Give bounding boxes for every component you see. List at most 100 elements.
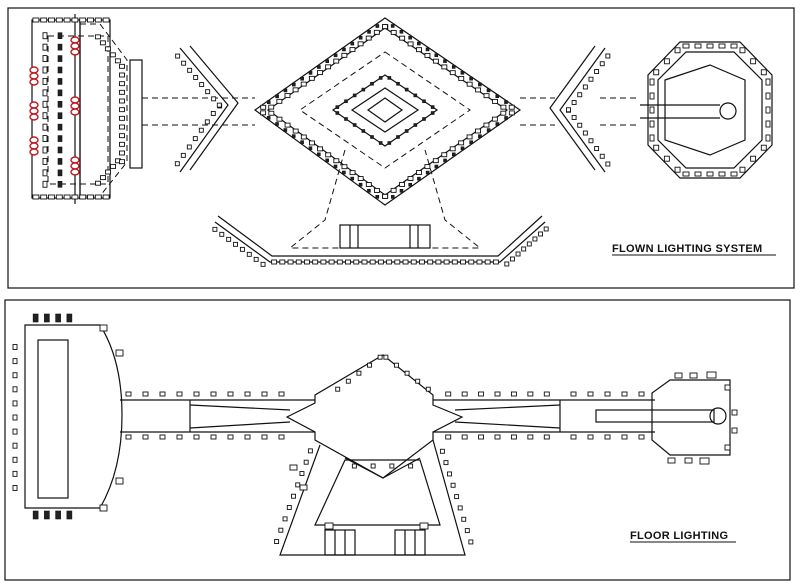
lighting-fixture [95,180,101,186]
lighting-fixture [304,259,310,265]
lighting-fixture [349,47,356,53]
lighting-fixture [282,516,288,522]
lighting-fixture [32,510,39,520]
lighting-fixture [492,98,498,104]
lighting-fixture [308,75,315,81]
lighting-fixture [57,55,63,62]
lighting-fixture [142,434,149,440]
lighting-fixture [399,35,406,41]
lighting-fixture [219,231,225,237]
lighting-fixture [286,505,292,510]
lighting-fixture [382,193,389,199]
lighting-fixture [300,140,304,144]
lighting-fixture [42,157,48,165]
lighting-fixture [266,116,271,120]
lighting-fixture [104,46,111,52]
lighting-fixture [341,52,348,58]
lighting-fixture [32,194,40,200]
downstage-truss [214,215,546,263]
lighting-fixture [373,187,380,193]
lighting-fixture [99,504,108,512]
lighting-fixture [543,391,550,397]
lighting-fixture [289,464,298,471]
lighting-fixture [464,528,470,534]
lighting-fixture [278,391,285,397]
lighting-fixture [42,66,48,74]
lighting-fixture [730,171,738,177]
lighting-fixture [317,70,323,76]
lighting-fixture [424,52,431,58]
lighting-fixture [109,52,116,58]
lighting-fixture [284,93,291,99]
lighting-fixture [458,75,465,81]
lighting-fixture [356,370,362,376]
lighting-fixture [32,17,40,23]
lighting-fixture [408,182,413,187]
lighting-fixture [99,40,106,46]
main-stage-truss [31,14,143,204]
lighting-fixture [370,135,374,139]
lighting-fixture [378,76,383,80]
lighting-fixture [449,146,456,152]
lighting-fixture [731,409,738,416]
lighting-fixture [538,231,543,237]
lighting-fixture [212,226,218,232]
lighting-fixture [504,261,510,267]
lighting-fixture [333,53,338,58]
lighting-fixture [415,378,421,384]
lighting-fixture [475,128,481,134]
lighting-fixture [181,60,187,66]
lighting-fixture [478,82,482,87]
lighting-fixture [94,17,102,23]
lighting-fixture [765,92,771,100]
lighting-fixture [312,259,319,265]
lighting-fixture [491,116,498,122]
lighting-fixture [307,448,313,454]
red-fixture [70,168,80,176]
lighting-fixture [484,259,491,265]
lighting-fixture [349,170,356,176]
lighting-fixture [649,134,655,142]
lighting-fixture [588,76,594,82]
lighting-fixture [427,259,434,265]
lighting-fixture [292,87,299,93]
lighting-fixture [504,100,508,104]
lighting-fixture [475,87,482,93]
lighting-fixture [396,135,400,139]
lighting-fixture [430,111,435,115]
lighting-fixture [42,169,48,177]
lighting-fixture [42,43,48,51]
lighting-fixture [198,127,204,133]
lighting-fixture [125,391,132,397]
lighting-fixture [373,29,380,35]
lighting-fixture [12,400,18,407]
lighting-fixture [278,527,284,533]
lighting-fixture [521,246,527,252]
lighting-fixture [483,122,490,128]
lighting-fixture [377,354,383,360]
lighting-fixture [365,35,372,41]
lighting-fixture [115,477,124,485]
red-fixtures [29,36,80,176]
lighting-fixture [674,372,683,379]
lighting-fixture [404,129,409,133]
lighting-fixture [649,120,655,128]
lighting-fixture [320,259,327,265]
lighting-fixture [57,66,63,74]
lighting-fixture [461,391,468,397]
lighting-fixture [102,194,110,200]
lighting-fixture [12,386,18,393]
lighting-fixture [765,106,771,114]
lighting-fixture [527,391,534,397]
floor-lighting-label: FLOOR LIGHTING [630,530,728,542]
lighting-fixture [750,58,757,65]
lighting-fixture [125,434,132,440]
lighting-fixture [325,64,332,70]
lighting-fixture [57,180,63,188]
lighting-fixture [447,471,452,477]
lighting-fixture [424,164,431,170]
lighting-fixture [478,134,482,138]
lighting-fixture [119,150,125,156]
lighting-fixture [370,81,374,86]
lighting-fixture [605,161,611,167]
